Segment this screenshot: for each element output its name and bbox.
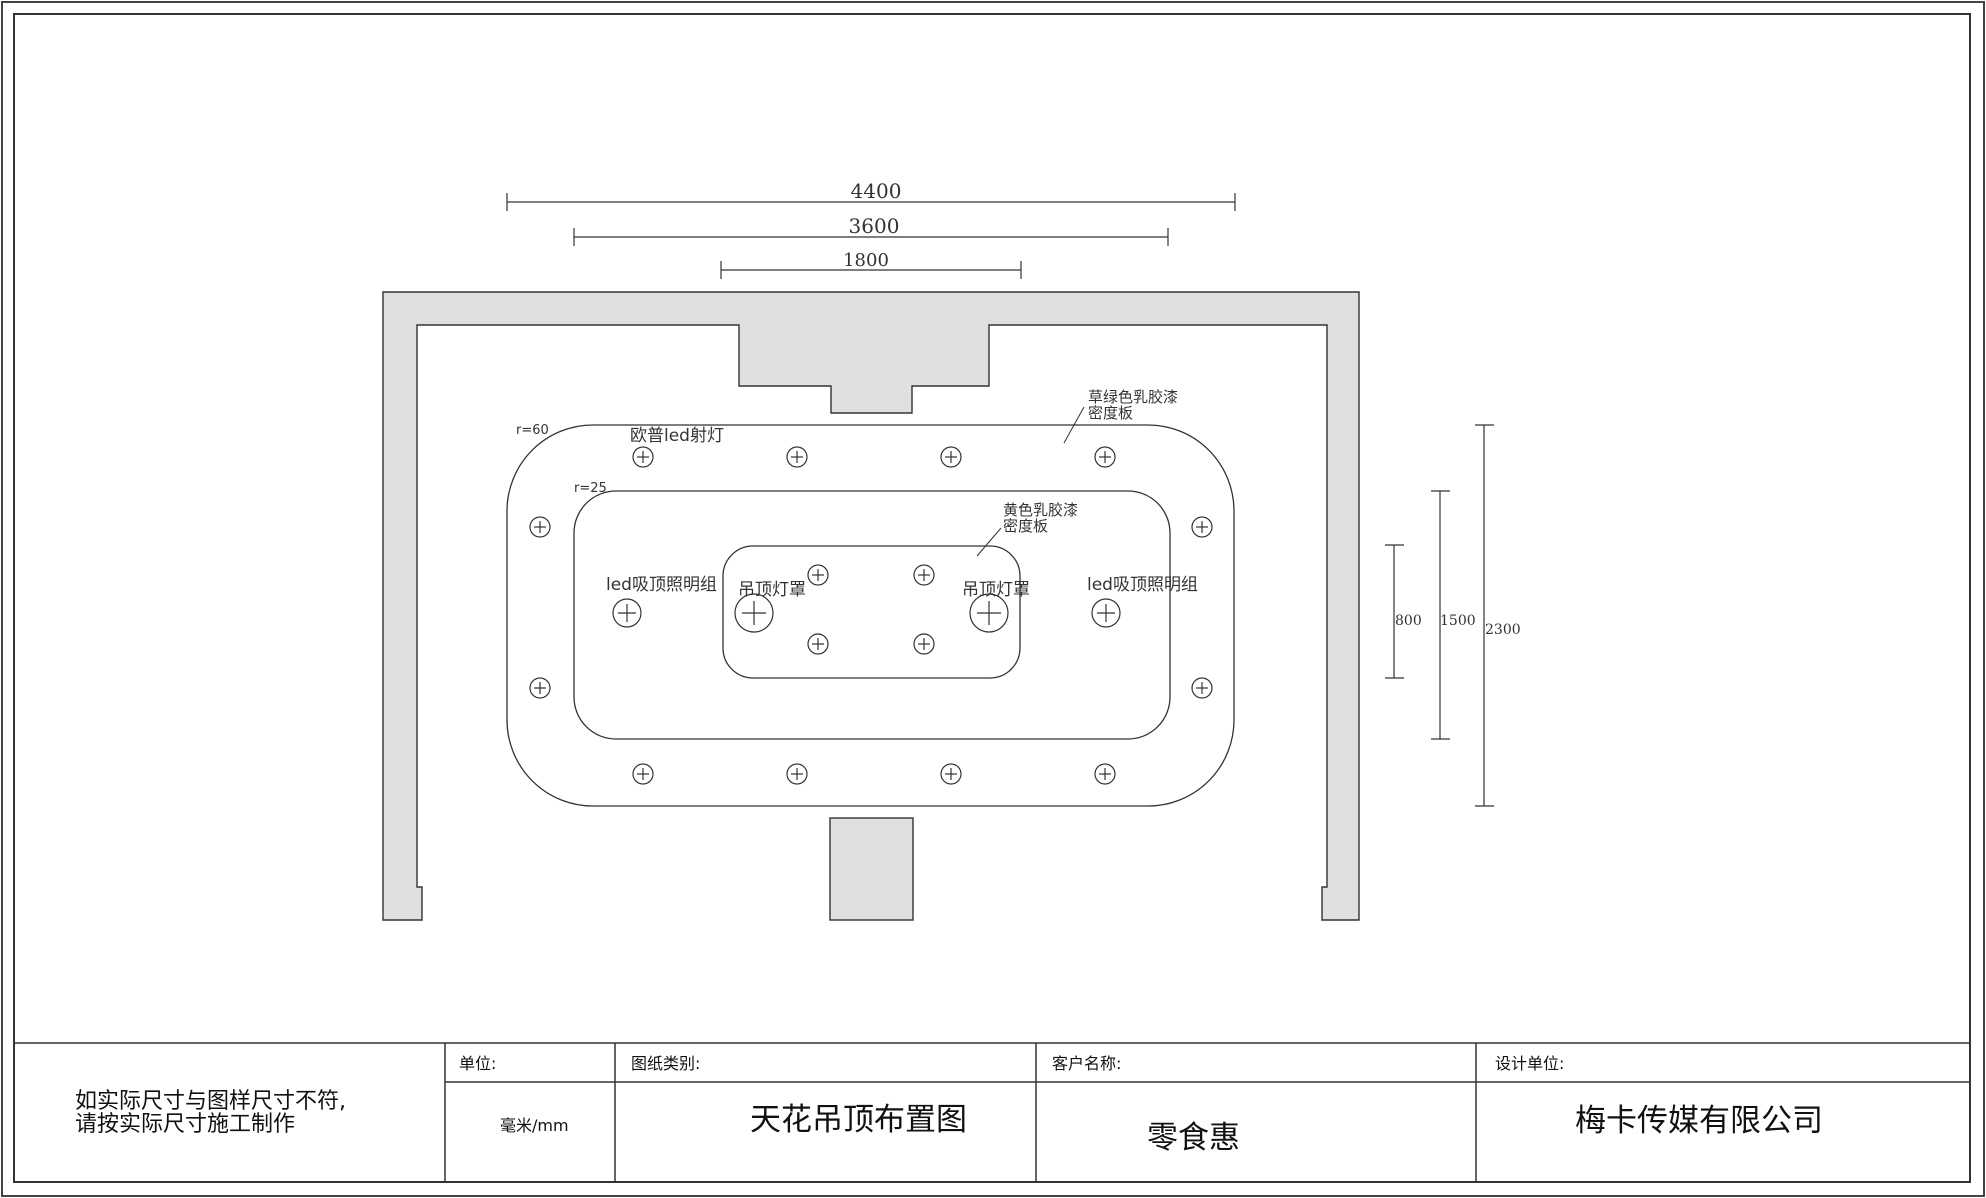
designer-value: 梅卡传媒有限公司 <box>1575 1103 1823 1139</box>
top-dimensions <box>506 193 1236 279</box>
dim-2300: 2300 <box>1485 622 1521 638</box>
client-value: 零食惠 <box>1147 1120 1240 1156</box>
drawing-type-header: 图纸类别: <box>631 1054 700 1073</box>
note-line-1: 如实际尺寸与图样尺寸不符, <box>75 1089 346 1114</box>
note-line-2: 请按实际尺寸施工制作 <box>75 1112 295 1137</box>
client-header: 客户名称: <box>1052 1054 1121 1073</box>
pendant-label-left: 吊顶灯罩 <box>738 580 806 600</box>
radius-outer-label: r=60 <box>516 423 549 438</box>
designer-header: 设计单位: <box>1495 1054 1564 1073</box>
right-dimensions <box>1385 424 1494 807</box>
unit-value: 毫米/mm <box>500 1116 569 1135</box>
ceiling-light-icon <box>1091 598 1121 628</box>
wall-outline <box>382 291 1360 921</box>
green-panel-label-2: 密度板 <box>1088 404 1133 422</box>
green-panel-label-1: 草绿色乳胶漆 <box>1088 388 1178 406</box>
column-block <box>829 817 914 921</box>
title-block <box>14 1042 1970 1182</box>
yellow-panel-label-2: 密度板 <box>1003 517 1048 535</box>
spotlight-label: 欧普led射灯 <box>630 426 724 446</box>
inner-frame <box>13 13 1971 1183</box>
yellow-panel <box>722 545 1021 679</box>
yellow-panel-label-1: 黄色乳胶漆 <box>1003 501 1078 519</box>
radius-inner-label: r=25 <box>574 481 607 496</box>
dim-1800: 1800 <box>843 250 889 271</box>
dim-4400: 4400 <box>851 179 902 203</box>
ceiling-light-icon <box>612 598 642 628</box>
drawing-type-value: 天花吊顶布置图 <box>750 1102 967 1138</box>
dim-800: 800 <box>1395 613 1422 629</box>
dim-1500: 1500 <box>1440 613 1476 629</box>
ceiling-light-label-left: led吸顶照明组 <box>606 575 717 595</box>
pendant-label-right: 吊顶灯罩 <box>962 580 1030 600</box>
dim-3600: 3600 <box>849 214 900 238</box>
unit-header: 单位: <box>459 1054 496 1073</box>
ceiling-light-label-right: led吸顶照明组 <box>1087 575 1198 595</box>
